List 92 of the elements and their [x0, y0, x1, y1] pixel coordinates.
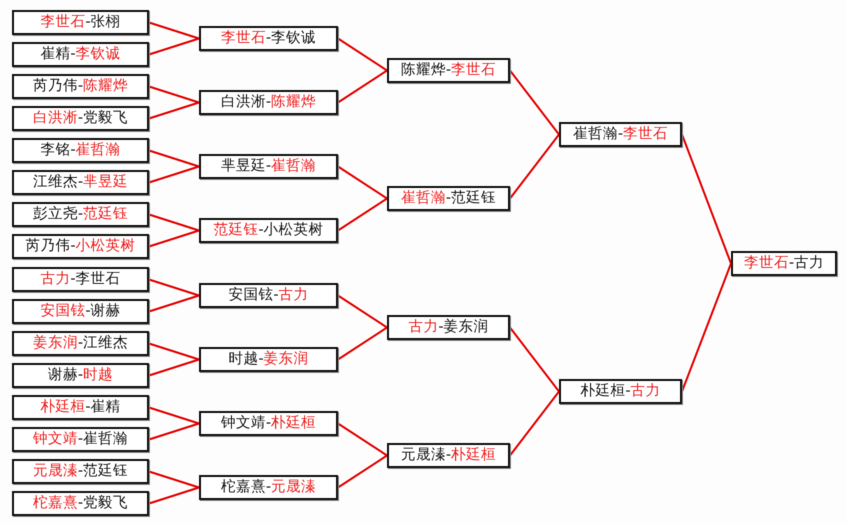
- match-label: 时越-姜东润: [228, 352, 309, 368]
- match-label: 彭立尧-范廷钰: [32, 206, 128, 222]
- match-label: 陈耀烨-李世石: [400, 62, 496, 78]
- match-box: [387, 315, 510, 340]
- match-box: [199, 411, 338, 436]
- match-box: [199, 218, 338, 243]
- match-box: [12, 459, 149, 484]
- match-label: 范廷钰-小松英树: [213, 222, 324, 238]
- match-box: [199, 90, 338, 115]
- match-label: 白洪淅-党毅飞: [32, 110, 128, 126]
- bracket-line: [148, 278, 200, 296]
- match-label: 芮乃伟-小松英树: [25, 238, 136, 254]
- bracket-line: [148, 358, 200, 376]
- match-box: [12, 427, 149, 452]
- match-box: [387, 443, 510, 468]
- match-box: [12, 138, 149, 163]
- match-box: [731, 251, 837, 276]
- match-label: 元晟溱-朴廷桓: [400, 448, 496, 464]
- match-label: 崔哲瀚-范廷钰: [400, 190, 496, 206]
- match-box: [559, 122, 682, 147]
- match-box: [199, 283, 338, 308]
- bracket-line: [337, 198, 388, 232]
- match-label: 元晟溱-范廷钰: [32, 464, 128, 480]
- bracket-line: [148, 470, 200, 488]
- match-label: 钟文靖-朴廷桓: [220, 416, 316, 432]
- bracket-line: [337, 38, 388, 72]
- match-box: [199, 154, 338, 179]
- match-box: [387, 186, 510, 211]
- match-box: [12, 267, 149, 292]
- bracket-line: [148, 342, 200, 360]
- match-box: [199, 475, 338, 500]
- match-box: [12, 491, 149, 516]
- match-box: [199, 347, 338, 372]
- bracket-line: [509, 390, 560, 456]
- match-box: [12, 74, 149, 99]
- bracket-line: [148, 230, 200, 248]
- match-box: [559, 379, 682, 404]
- match-label: 钟文靖-崔哲瀚: [32, 432, 128, 448]
- bracket-line: [509, 326, 560, 392]
- bracket-line: [509, 134, 560, 200]
- bracket-line: [148, 166, 200, 184]
- match-label: 李世石-张栩: [40, 14, 121, 30]
- match-label: 崔精-李钦诚: [40, 46, 121, 62]
- match-label: 谢赫-时越: [48, 368, 114, 384]
- match-label: 柁嘉熹-党毅飞: [32, 496, 128, 512]
- match-label: 朴廷桓-崔精: [40, 400, 121, 416]
- bracket-line: [337, 326, 388, 360]
- bracket-line: [148, 406, 200, 424]
- match-box: [199, 26, 338, 51]
- match-box: [12, 42, 149, 67]
- match-box: [12, 363, 149, 388]
- bracket-line: [681, 134, 732, 264]
- match-box: [12, 10, 149, 35]
- match-label: 安国铉-古力: [228, 288, 309, 304]
- bracket-line: [148, 86, 200, 104]
- match-box: [12, 106, 149, 131]
- bracket-line: [148, 486, 200, 504]
- bracket-line: [337, 294, 388, 328]
- bracket-line: [148, 422, 200, 440]
- bracket-line: [148, 294, 200, 312]
- bracket-line: [337, 422, 388, 456]
- match-box: [12, 202, 149, 227]
- bracket-line: [148, 38, 200, 56]
- match-label: 芮乃伟-陈耀烨: [32, 78, 128, 94]
- match-label: 安国铉-谢赫: [40, 304, 121, 320]
- match-label: 柁嘉熹-元晟溱: [220, 480, 316, 496]
- match-label: 朴廷桓-古力: [580, 384, 661, 400]
- match-label: 李世石-李钦诚: [220, 30, 316, 46]
- match-box: [12, 331, 149, 356]
- bracket-line: [681, 263, 732, 392]
- bracket-line: [148, 150, 200, 168]
- match-box: [387, 58, 510, 83]
- bracket-line: [509, 70, 560, 136]
- bracket-line: [148, 214, 200, 232]
- match-box: [12, 234, 149, 259]
- bracket-line: [148, 22, 200, 40]
- match-label: 崔哲瀚-李世石: [572, 126, 668, 142]
- bracket-line: [337, 166, 388, 200]
- match-label: 江维杰-芈昱廷: [32, 174, 128, 190]
- bracket-line: [337, 70, 388, 104]
- match-label: 古力-李世石: [40, 272, 121, 288]
- match-label: 芈昱廷-崔哲瀚: [220, 158, 316, 174]
- match-label: 姜东润-江维杰: [32, 336, 128, 352]
- match-box: [12, 299, 149, 324]
- match-label: 李铭-崔哲瀚: [40, 142, 121, 158]
- match-label: 李世石-古力: [744, 256, 824, 272]
- match-box: [12, 170, 149, 195]
- bracket-line: [148, 102, 200, 120]
- match-label: 古力-姜东润: [408, 320, 489, 336]
- match-box: [12, 395, 149, 420]
- bracket-line: [337, 454, 388, 488]
- match-label: 白洪淅-陈耀烨: [220, 94, 316, 110]
